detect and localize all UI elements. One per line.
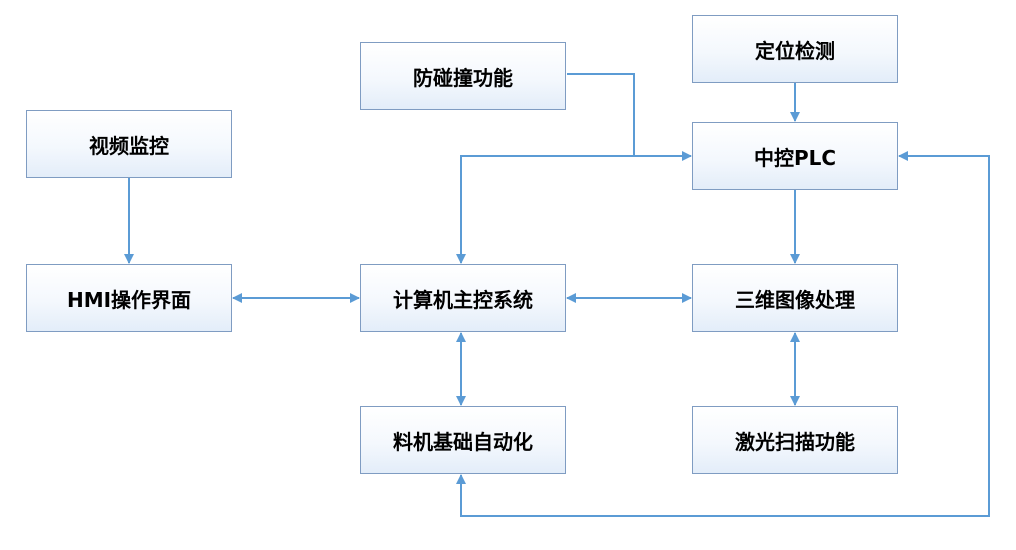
laser-scanning-box: 激光扫描功能 — [692, 406, 898, 474]
connector-feeder-plc-loop — [456, 151, 990, 517]
central-plc-label: 中控PLC — [753, 145, 837, 170]
anti-collision-label: 防碰撞功能 — [413, 65, 513, 90]
computer-main-control-label: 计算机主控系统 — [393, 287, 533, 312]
positioning-detection-box: 定位检测 — [692, 15, 898, 83]
hmi-interface-label: HMI操作界面 — [66, 287, 192, 312]
connector-plc-to-computer — [456, 155, 691, 264]
video-monitoring-box: 视频监控 — [26, 110, 232, 178]
three-d-processing-label: 三维图像处理 — [735, 287, 855, 312]
positioning-detection-label: 定位检测 — [755, 38, 835, 63]
hmi-interface-box: HMI操作界面 — [26, 264, 232, 332]
video-monitoring-label: 视频监控 — [89, 133, 169, 158]
computer-main-control-box: 计算机主控系统 — [360, 264, 566, 332]
anti-collision-box: 防碰撞功能 — [360, 42, 566, 110]
laser-scanning-label: 激光扫描功能 — [735, 429, 855, 454]
central-plc-box: 中控PLC — [692, 122, 898, 190]
feeder-automation-box: 料机基础自动化 — [360, 406, 566, 474]
three-d-processing-box: 三维图像处理 — [692, 264, 898, 332]
feeder-automation-label: 料机基础自动化 — [393, 429, 533, 454]
connector-anti-to-plc — [567, 73, 692, 161]
